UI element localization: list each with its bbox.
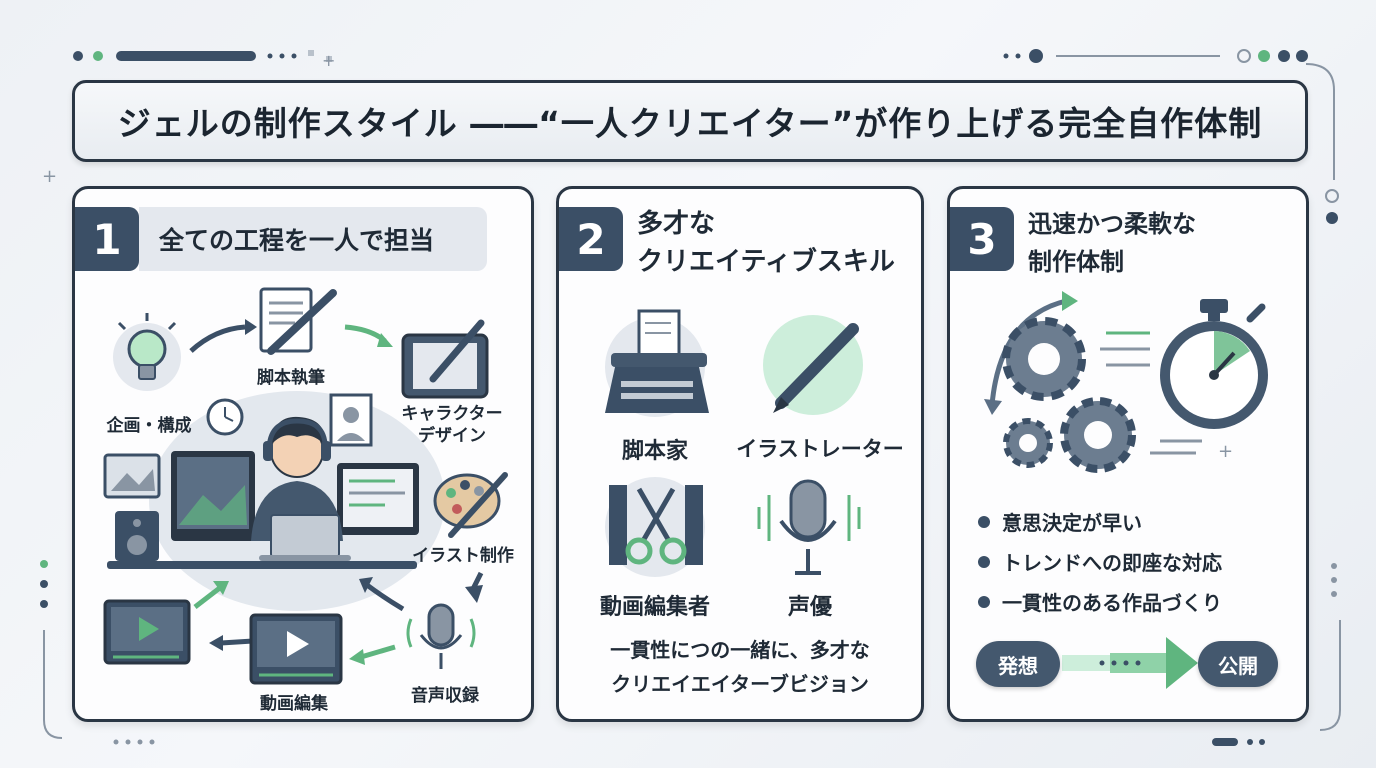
palette-brush-icon	[433, 472, 508, 538]
bullet-text: 意思決定が早い	[1002, 511, 1142, 535]
arrow-icon	[220, 638, 254, 646]
flow-arrow-icon	[1062, 637, 1198, 689]
lightbulb-icon	[113, 313, 181, 391]
laptop-icon	[259, 514, 351, 561]
gear-icon	[1003, 418, 1053, 468]
step-audio-label: 音声収録	[411, 686, 479, 706]
bullet-dot	[978, 555, 990, 568]
panel-heading: 全ての工程を一人で担当	[139, 207, 487, 271]
bottom-right-decoration	[1210, 560, 1360, 750]
arrow-icon	[193, 585, 223, 609]
role-illustrator-label: イラストレーター	[736, 437, 904, 461]
pen-icon	[763, 315, 863, 415]
step-illustration-label: イラスト制作	[412, 546, 514, 566]
arrow-icon	[344, 324, 387, 343]
bullet-item: トレンドへの即座な対応	[978, 547, 1222, 576]
panel-creative-skills: 2 多才な クリエイティブスキル	[556, 186, 924, 722]
role-writer-label: 脚本家	[621, 439, 688, 464]
role-voice-label: 声優	[787, 595, 832, 620]
typewriter-icon	[605, 309, 709, 417]
arrow-icon	[365, 582, 405, 612]
bullet-text: トレンドへの即座な対応	[1002, 551, 1222, 575]
panel-heading: 迅速かつ柔軟な 制作体制	[1028, 210, 1196, 276]
step-script-label: 脚本執筆	[257, 368, 325, 388]
gear-icon	[1060, 397, 1136, 473]
bullet-item: 一貫性のある作品づくり	[978, 587, 1222, 616]
document-pen-icon	[259, 287, 337, 355]
bottom-decoration	[110, 736, 160, 748]
flow-start-badge: 発想	[976, 641, 1060, 687]
character-portrait-icon	[329, 393, 373, 447]
desk	[107, 561, 417, 569]
panel-number: 3	[950, 207, 1014, 271]
svg-text:+: +	[1218, 441, 1233, 462]
gear-icon	[1002, 317, 1086, 401]
role-editor-label: 動画編集者	[599, 595, 710, 620]
svg-text:+: +	[42, 166, 57, 187]
speaker-icon	[115, 511, 159, 561]
film-scissors-icon	[605, 477, 705, 577]
top-left-decoration: +	[70, 44, 360, 68]
bullet-item: 意思決定が早い	[978, 507, 1142, 536]
roles-illustration	[605, 309, 863, 577]
clock-icon	[206, 398, 244, 436]
step-planning-label: 企画・構成	[106, 416, 192, 436]
panel-all-processes: 1 全ての工程を一人で担当	[72, 186, 534, 722]
video-player-icon	[103, 599, 191, 665]
video-editor-icon	[249, 613, 343, 685]
title-banner: ジェルの制作スタイル ――“一人クリエイター”が作り上げる完全自作体制	[72, 80, 1308, 162]
microphone-icon	[406, 603, 476, 669]
panel-heading: 多才な クリエイティブスキル	[637, 209, 895, 277]
workflow-illustration	[103, 287, 508, 685]
left-side-decoration: +	[36, 160, 76, 760]
microphone-icon	[757, 479, 861, 575]
right-side-decoration	[1304, 60, 1344, 300]
bullet-text: 一貫性のある作品づくり	[1002, 591, 1222, 615]
bullet-dot	[978, 595, 990, 608]
panel-number: 2	[559, 207, 623, 271]
monitor-left	[171, 451, 255, 541]
stopwatch-icon	[1160, 299, 1268, 429]
svg-text:+: +	[322, 51, 335, 68]
gears-stopwatch-illustration: +	[984, 291, 1268, 689]
arrow-icon	[360, 644, 396, 660]
bullet-dot	[978, 515, 990, 528]
drawing-tablet-icon	[401, 319, 489, 399]
step-character-label: キャラクター デザイン	[401, 404, 503, 446]
page-title: ジェルの制作スタイル ――“一人クリエイター”が作り上げる完全自作体制	[117, 104, 1263, 143]
panel-number: 1	[75, 207, 139, 271]
step-editing-label: 動画編集	[260, 694, 328, 714]
panel-agile-production: 3 迅速かつ柔軟な 制作体制	[947, 186, 1309, 722]
image-icon	[103, 453, 161, 499]
skills-tagline: 一貫性につの一緒に、多才な クリエイエイターブビジョン	[610, 638, 870, 696]
arrow-icon	[189, 324, 246, 353]
top-right-decoration	[1000, 44, 1310, 68]
monitor-right	[337, 463, 419, 535]
flow-end-badge: 公開	[1198, 641, 1278, 687]
